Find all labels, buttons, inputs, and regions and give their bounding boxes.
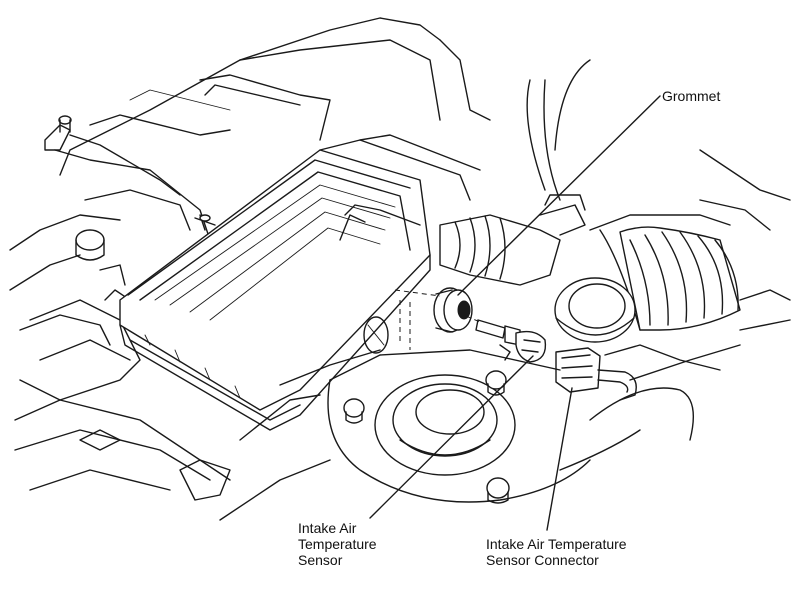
grommet-part (394, 287, 473, 350)
grommet-leader (457, 95, 661, 296)
grommet-label: Grommet (662, 88, 721, 104)
intake-boot (526, 59, 791, 331)
leader-lines (369, 95, 661, 531)
sensor-leader (369, 355, 534, 519)
connector-label: Intake Air Temperature Sensor Connector (486, 536, 627, 568)
connector-leader (546, 387, 573, 531)
intake-duct (439, 194, 586, 286)
temperature-sensor-part (465, 315, 547, 363)
sensor-label: Intake Air Temperature Sensor (298, 520, 377, 568)
air-cleaner-housing (119, 134, 481, 431)
left-structure (9, 115, 231, 501)
sensor-connector-part (555, 344, 741, 401)
hood-outline (59, 17, 491, 176)
strut-tower (219, 277, 694, 521)
